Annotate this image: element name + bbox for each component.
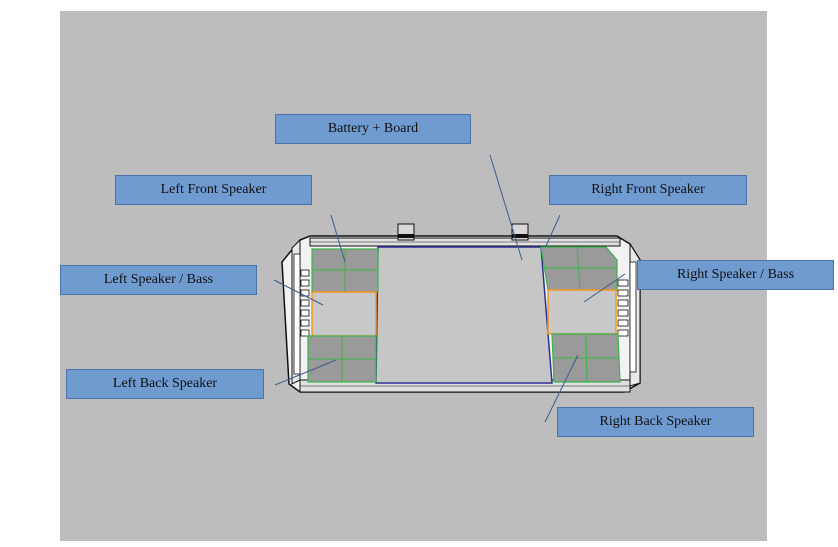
battery-board-label: Battery + Board	[275, 114, 471, 144]
right-back-speaker-label: Right Back Speaker	[557, 407, 754, 437]
leader-lines	[273, 154, 626, 423]
right-bass-region	[547, 289, 617, 335]
left-front-speaker-region	[311, 248, 379, 293]
right-speaker-bass-label: Right Speaker / Bass	[637, 260, 834, 290]
right-front-speaker-region	[540, 246, 618, 291]
left-front-speaker-label: Left Front Speaker	[115, 175, 312, 205]
right-front-speaker-label: Right Front Speaker	[549, 175, 747, 205]
left-bass-region	[311, 291, 377, 337]
left-back-speaker-region	[307, 335, 377, 383]
right-back-speaker-region	[551, 333, 621, 383]
left-speaker-bass-label: Left Speaker / Bass	[60, 265, 257, 295]
left-back-speaker-label: Left Back Speaker	[66, 369, 264, 399]
battery-board-area	[375, 246, 553, 384]
